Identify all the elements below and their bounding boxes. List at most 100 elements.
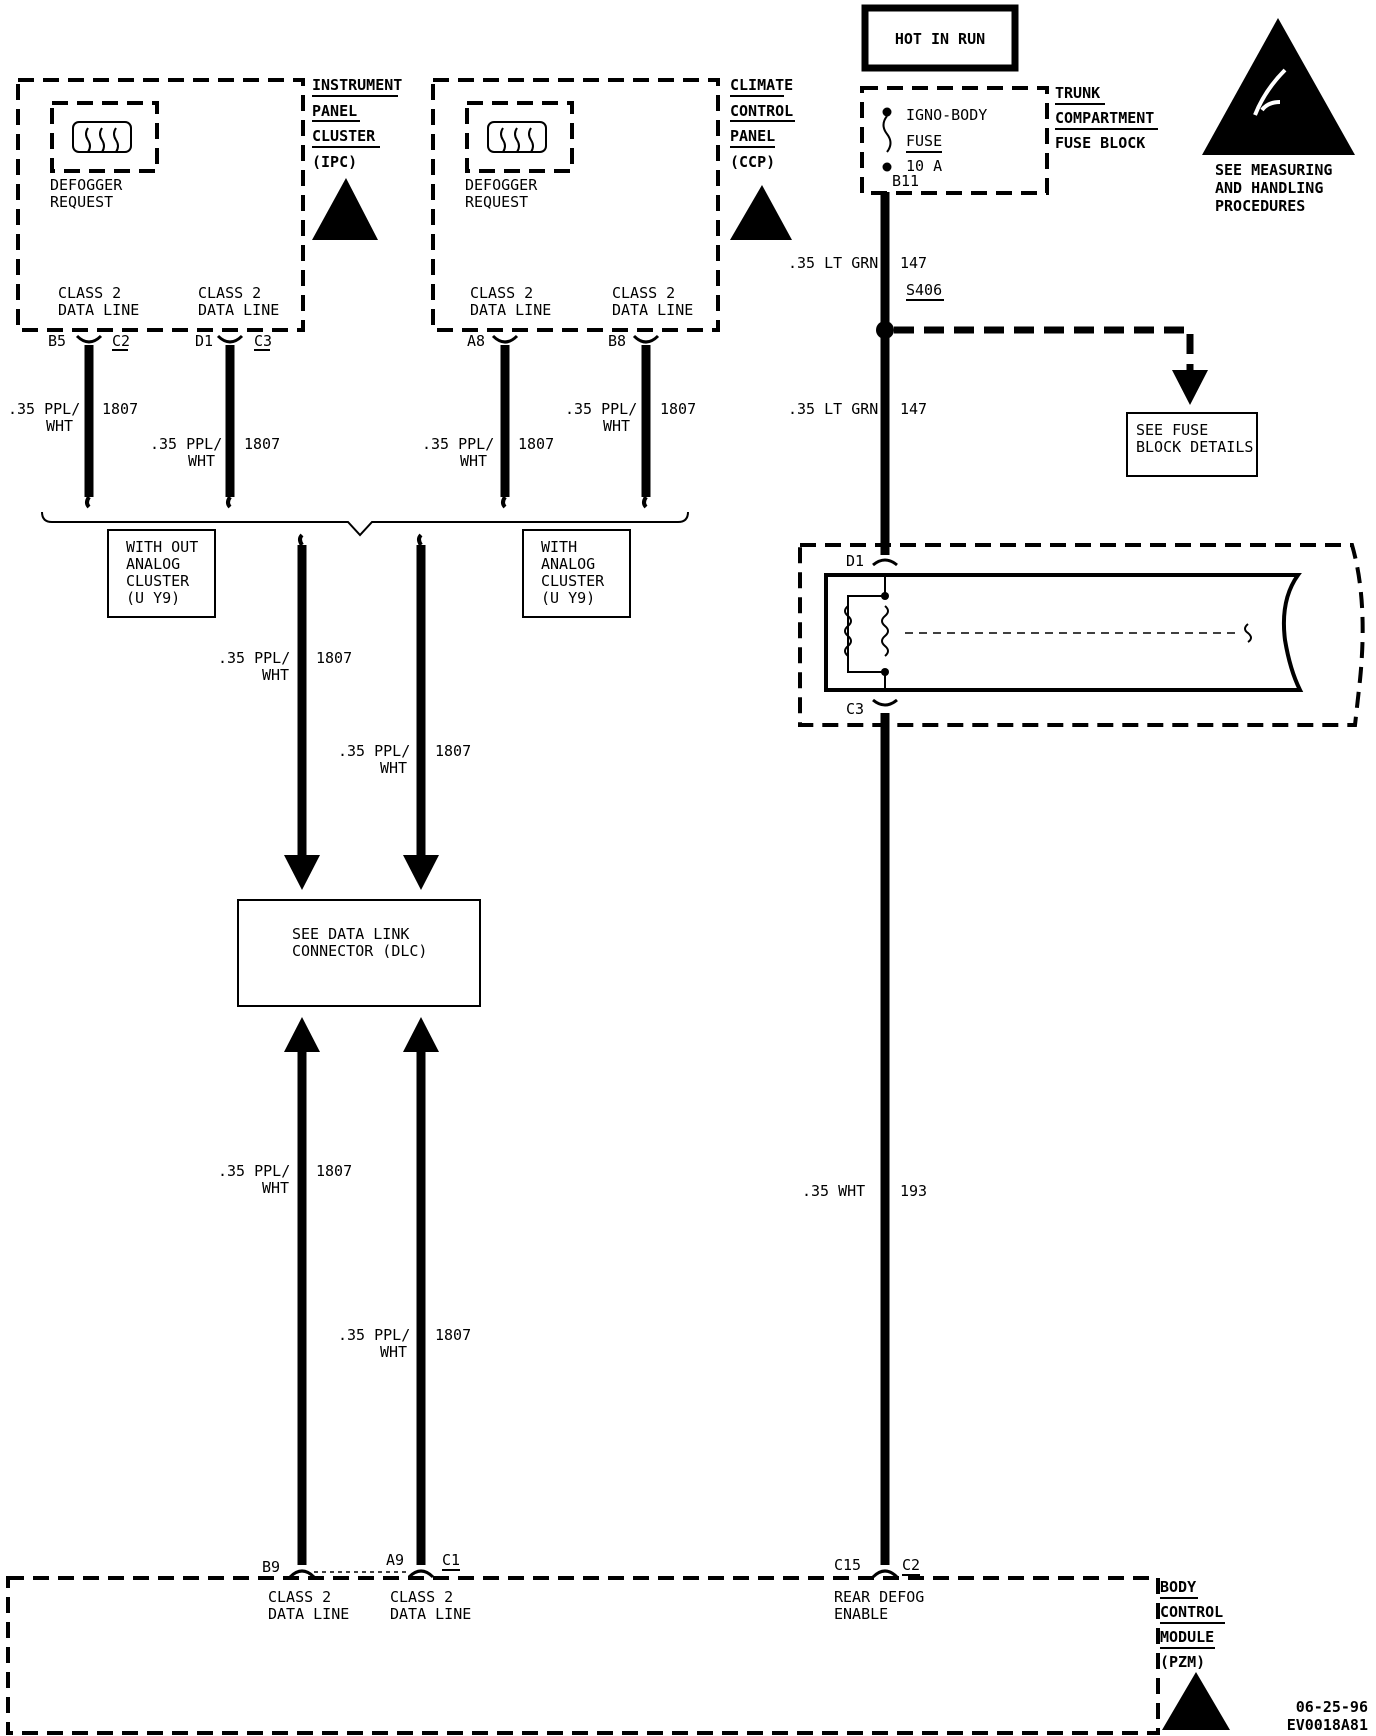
esd-note: SEE MEASURING AND HANDLING PROCEDURES [1202, 18, 1355, 215]
wire-gauge: .35 PPL/ [8, 400, 80, 418]
arrow-up-icon [403, 1017, 439, 1052]
esd-note-1: SEE MEASURING [1215, 161, 1332, 179]
wire-147-circuit-1: 147 [900, 254, 927, 272]
ccp-module: DEFOGGER REQUEST CLASS 2 DATA LINE CLASS… [431, 76, 795, 332]
bcm-data-line-2a: CLASS 2 [390, 1588, 453, 1606]
arrow-up-icon [284, 1017, 320, 1052]
rear-defog-pin-d1: D1 [846, 552, 864, 570]
esd-warning-icon [312, 178, 378, 240]
ccp-data-line-1a: CLASS 2 [470, 284, 533, 302]
bcm-data-line-1a: CLASS 2 [268, 1588, 331, 1606]
ipc-data-line-2b: DATA LINE [198, 301, 279, 319]
footer-date: 06-25-96 [1296, 1698, 1368, 1716]
ccp-switch-label-2: REQUEST [465, 193, 528, 211]
wire-1807-to-dlc: .35 PPL/ WHT 1807 .35 PPL/ WHT 1807 [218, 533, 471, 890]
splice-branch: SEE FUSE BLOCK DETAILS [894, 326, 1258, 477]
wire-gauge: .35 PPL/ [422, 435, 494, 453]
wire-147-gauge-1: .35 LT GRN [788, 254, 878, 272]
see-fuse-block-1: SEE FUSE [1136, 421, 1208, 439]
ipc-conn-c3: C3 [254, 332, 272, 350]
option-brace [41, 511, 689, 537]
wire-193: .35 WHT 193 [802, 713, 927, 1565]
wire-circuit: 1807 [316, 1162, 352, 1180]
bcm-name-3: MODULE [1160, 1628, 1214, 1646]
esd-warning-icon [730, 185, 792, 240]
fuse-block-name-3: FUSE BLOCK [1055, 134, 1145, 152]
wire-gauge: .35 PPL/ [150, 435, 222, 453]
ccp-pin-a8: A8 [467, 332, 485, 350]
fuse-block-name-1: TRUNK [1055, 84, 1100, 102]
with-analog-2: ANALOG [541, 555, 595, 573]
ipc-module: DEFOGGER REQUEST CLASS 2 DATA LINE CLASS… [16, 76, 402, 332]
see-fuse-block-2: BLOCK DETAILS [1136, 438, 1253, 456]
ccp-name-2: CONTROL [730, 102, 793, 120]
ccp-data-line-1b: DATA LINE [470, 301, 551, 319]
wire-color: WHT [262, 1179, 289, 1197]
bcm-pin-b9: B9 [262, 1558, 280, 1576]
ccp-pin-b8: B8 [608, 332, 626, 350]
fuse-name-1: IGNO-BODY [906, 106, 987, 124]
arrow-down-icon [284, 855, 320, 890]
wire-147: .35 LT GRN 147 S406 .35 LT GRN 147 [788, 192, 944, 555]
dlc-label-2: CONNECTOR (DLC) [292, 942, 427, 960]
wire-1807-group-top: .35 PPL/ WHT 1807 .35 PPL/ WHT 1807 .35 … [8, 345, 696, 509]
with-analog-box: WITH ANALOG CLUSTER (U Y9) [522, 529, 631, 618]
without-analog-4: (U Y9) [126, 589, 180, 607]
with-analog-1: WITH [541, 538, 577, 556]
defogger-icon [487, 121, 547, 153]
wire-193-gauge: .35 WHT [802, 1182, 865, 1200]
ipc-ccp-connectors: B5 C2 D1 C3 A8 B8 [48, 332, 660, 351]
esd-warning-icon [1162, 1672, 1230, 1730]
ccp-name-3: PANEL [730, 127, 775, 145]
fuse-block: IGNO-BODY FUSE 10 A B11 TRUNK COMPARTMEN… [860, 84, 1158, 195]
bcm-pin-c15: C15 [834, 1556, 861, 1574]
wire-gauge: .35 PPL/ [218, 649, 290, 667]
wire-147-circuit-2: 147 [900, 400, 927, 418]
ipc-data-line-2a: CLASS 2 [198, 284, 261, 302]
wire-circuit: 1807 [435, 742, 471, 760]
hot-in-run-box: HOT IN RUN [861, 4, 1019, 72]
wire-circuit: 1807 [316, 649, 352, 667]
dlc-label-1: SEE DATA LINK [292, 925, 409, 943]
heater-grid-icon [844, 605, 852, 657]
fuse-pin: B11 [892, 172, 919, 190]
splice-label: S406 [906, 281, 942, 299]
without-analog-3: CLUSTER [126, 572, 190, 590]
wire-color: WHT [460, 452, 487, 470]
wire-1807-from-bcm: .35 PPL/ WHT 1807 .35 PPL/ WHT 1807 [218, 1017, 471, 1565]
splice-point [876, 321, 894, 339]
wire-gauge: .35 PPL/ [338, 1326, 410, 1344]
wire-circuit: 1807 [518, 435, 554, 453]
bcm-conn-c2: C2 [902, 1556, 920, 1574]
esd-note-3: PROCEDURES [1215, 197, 1305, 215]
ipc-data-line-1b: DATA LINE [58, 301, 139, 319]
ccp-name-1: CLIMATE [730, 76, 793, 94]
hot-in-run-label: HOT IN RUN [895, 30, 985, 48]
bcm-defog-1: REAR DEFOG [834, 1588, 924, 1606]
without-analog-box: WITH OUT ANALOG CLUSTER (U Y9) [107, 529, 216, 618]
without-analog-1: WITH OUT [126, 538, 198, 556]
ccp-name-4: (CCP) [730, 153, 775, 171]
wire-color: WHT [380, 759, 407, 777]
wire-color: WHT [262, 666, 289, 684]
fuse-name-2: FUSE [906, 132, 942, 150]
rear-defog-pin-c3: C3 [846, 700, 864, 718]
wire-color: WHT [46, 417, 73, 435]
arrow-down-icon [403, 855, 439, 890]
dlc-box: SEE DATA LINK CONNECTOR (DLC) [237, 899, 481, 1007]
ipc-conn-c2: C2 [112, 332, 130, 350]
ipc-switch-label-2: REQUEST [50, 193, 113, 211]
ipc-data-line-1a: CLASS 2 [58, 284, 121, 302]
ipc-name-3: CLUSTER [312, 127, 376, 145]
wire-193-circuit: 193 [900, 1182, 927, 1200]
wire-circuit: 1807 [660, 400, 696, 418]
ccp-data-line-2a: CLASS 2 [612, 284, 675, 302]
bcm-name-1: BODY [1160, 1578, 1196, 1596]
esd-note-2: AND HANDLING [1215, 179, 1323, 197]
ipc-name-1: INSTRUMENT [312, 76, 402, 94]
wire-147-gauge-2: .35 LT GRN [788, 400, 878, 418]
bcm-defog-2: ENABLE [834, 1605, 888, 1623]
bcm-data-line-1b: DATA LINE [268, 1605, 349, 1623]
bcm-module: B9 A9 C1 C15 C2 CLASS 2 DATA LINE CLASS … [6, 1551, 1230, 1735]
